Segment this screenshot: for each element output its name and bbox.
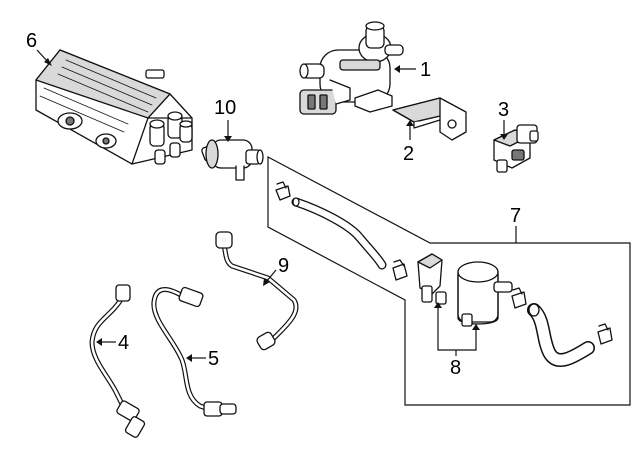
callout-8: 8 <box>450 357 461 379</box>
part-9-sensor-harness <box>215 231 299 351</box>
assembly-7-outline-box <box>267 156 631 406</box>
callout-10: 10 <box>214 97 236 119</box>
callout-1: 1 <box>420 59 431 81</box>
callout-2: 2 <box>403 143 414 165</box>
callout-7: 7 <box>510 205 521 227</box>
part-4-oxygen-sensor <box>89 284 146 438</box>
callout-6: 6 <box>26 30 37 52</box>
callout-5: 5 <box>208 348 219 370</box>
hose-clips <box>275 181 613 345</box>
part-1-purge-solenoid-valve <box>299 21 404 115</box>
part-10-check-valve <box>201 139 264 181</box>
callout-9: 9 <box>278 255 289 277</box>
leader-lines <box>36 49 517 362</box>
part-3-vacuum-sensor <box>493 124 539 173</box>
part-8-vacuum-tank-valve <box>417 253 513 327</box>
part-2-bracket <box>392 97 467 141</box>
part-5-oxygen-sensor <box>151 286 237 417</box>
callout-3: 3 <box>498 99 509 121</box>
part-7-vacuum-hose <box>291 197 595 367</box>
callout-4: 4 <box>118 332 129 354</box>
part-6-charcoal-canister <box>35 49 193 165</box>
